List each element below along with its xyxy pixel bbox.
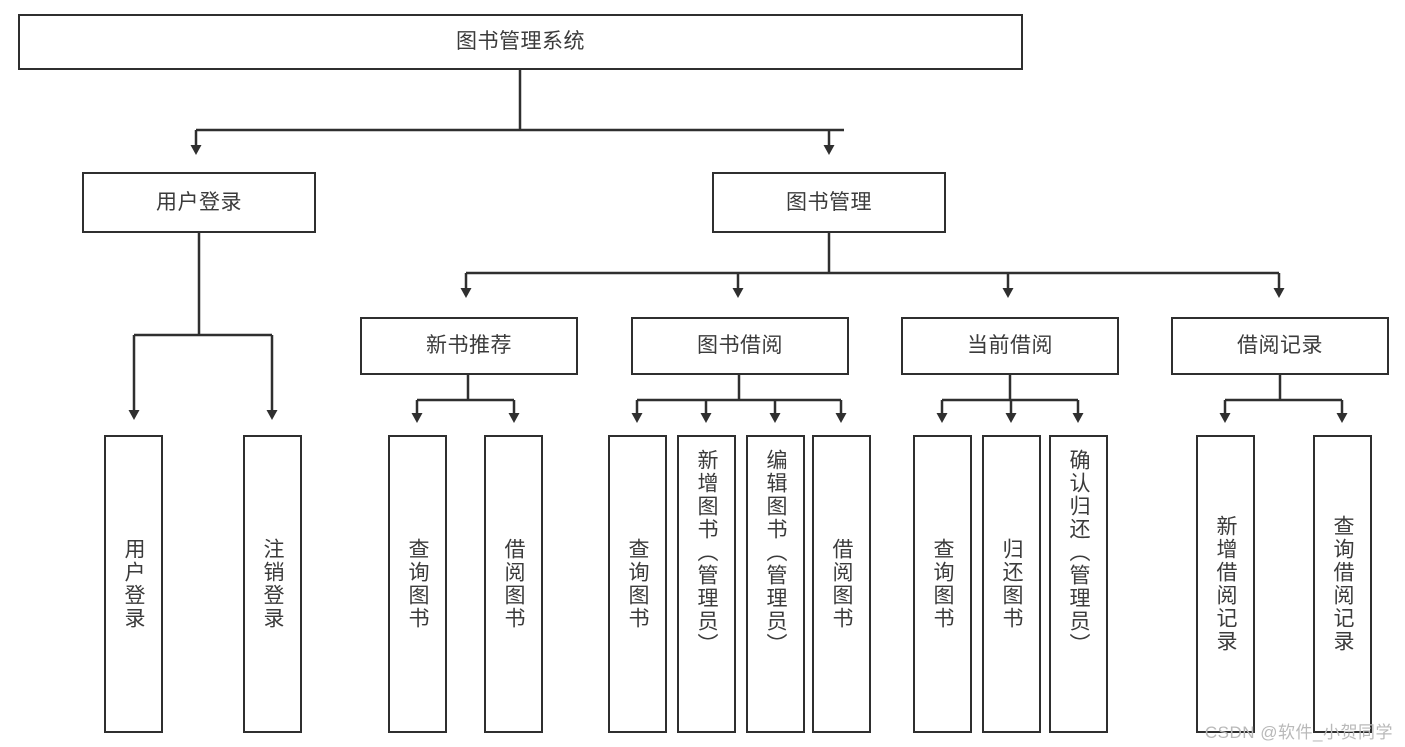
node-book-management[interactable]: 图书管理 bbox=[712, 172, 946, 233]
node-leaf-query-book-2[interactable]: 查询图书 bbox=[608, 435, 667, 733]
node-root-label: 图书管理系统 bbox=[456, 30, 585, 54]
node-leaf-edit-book[interactable]: 编辑图书（管理员） bbox=[746, 435, 805, 733]
node-book-management-label: 图书管理 bbox=[786, 190, 872, 214]
node-leaf-borrow-book-1-label: 借阅图书 bbox=[502, 538, 525, 630]
node-user-login-label: 用户登录 bbox=[156, 190, 242, 214]
node-leaf-query-record-label: 查询借阅记录 bbox=[1331, 515, 1354, 653]
node-current-borrow-label: 当前借阅 bbox=[967, 334, 1053, 358]
node-leaf-add-record-label: 新增借阅记录 bbox=[1214, 515, 1237, 653]
node-leaf-add-record[interactable]: 新增借阅记录 bbox=[1196, 435, 1255, 733]
node-leaf-borrow-book-2-label: 借阅图书 bbox=[830, 538, 853, 630]
node-leaf-add-book-label: 新增图书（管理员） bbox=[695, 449, 718, 656]
node-leaf-borrow-book-2[interactable]: 借阅图书 bbox=[812, 435, 871, 733]
node-leaf-add-book[interactable]: 新增图书（管理员） bbox=[677, 435, 736, 733]
node-leaf-borrow-book-1[interactable]: 借阅图书 bbox=[484, 435, 543, 733]
node-user-login[interactable]: 用户登录 bbox=[82, 172, 316, 233]
node-leaf-query-book-2-label: 查询图书 bbox=[626, 538, 649, 630]
node-leaf-user-login[interactable]: 用户登录 bbox=[104, 435, 163, 733]
node-book-borrow[interactable]: 图书借阅 bbox=[631, 317, 849, 375]
node-borrow-record[interactable]: 借阅记录 bbox=[1171, 317, 1389, 375]
node-root[interactable]: 图书管理系统 bbox=[18, 14, 1023, 70]
node-leaf-query-book-3[interactable]: 查询图书 bbox=[913, 435, 972, 733]
node-leaf-query-book-1[interactable]: 查询图书 bbox=[388, 435, 447, 733]
node-current-borrow[interactable]: 当前借阅 bbox=[901, 317, 1119, 375]
node-leaf-return-book-label: 归还图书 bbox=[1000, 538, 1023, 630]
node-leaf-query-book-1-label: 查询图书 bbox=[406, 538, 429, 630]
node-borrow-record-label: 借阅记录 bbox=[1237, 334, 1323, 358]
node-leaf-logout-login[interactable]: 注销登录 bbox=[243, 435, 302, 733]
node-leaf-logout-login-label: 注销登录 bbox=[261, 538, 284, 630]
node-leaf-query-record[interactable]: 查询借阅记录 bbox=[1313, 435, 1372, 733]
node-leaf-query-book-3-label: 查询图书 bbox=[931, 538, 954, 630]
node-leaf-user-login-label: 用户登录 bbox=[122, 538, 145, 630]
node-new-book-recommend[interactable]: 新书推荐 bbox=[360, 317, 578, 375]
node-leaf-confirm-return[interactable]: 确认归还（管理员） bbox=[1049, 435, 1108, 733]
node-leaf-edit-book-label: 编辑图书（管理员） bbox=[764, 449, 787, 656]
node-new-book-recommend-label: 新书推荐 bbox=[426, 334, 512, 358]
csdn-watermark: CSDN @软件_小贺同学 bbox=[1204, 723, 1393, 742]
node-leaf-return-book[interactable]: 归还图书 bbox=[982, 435, 1041, 733]
node-leaf-confirm-return-label: 确认归还（管理员） bbox=[1067, 449, 1090, 656]
node-book-borrow-label: 图书借阅 bbox=[697, 334, 783, 358]
